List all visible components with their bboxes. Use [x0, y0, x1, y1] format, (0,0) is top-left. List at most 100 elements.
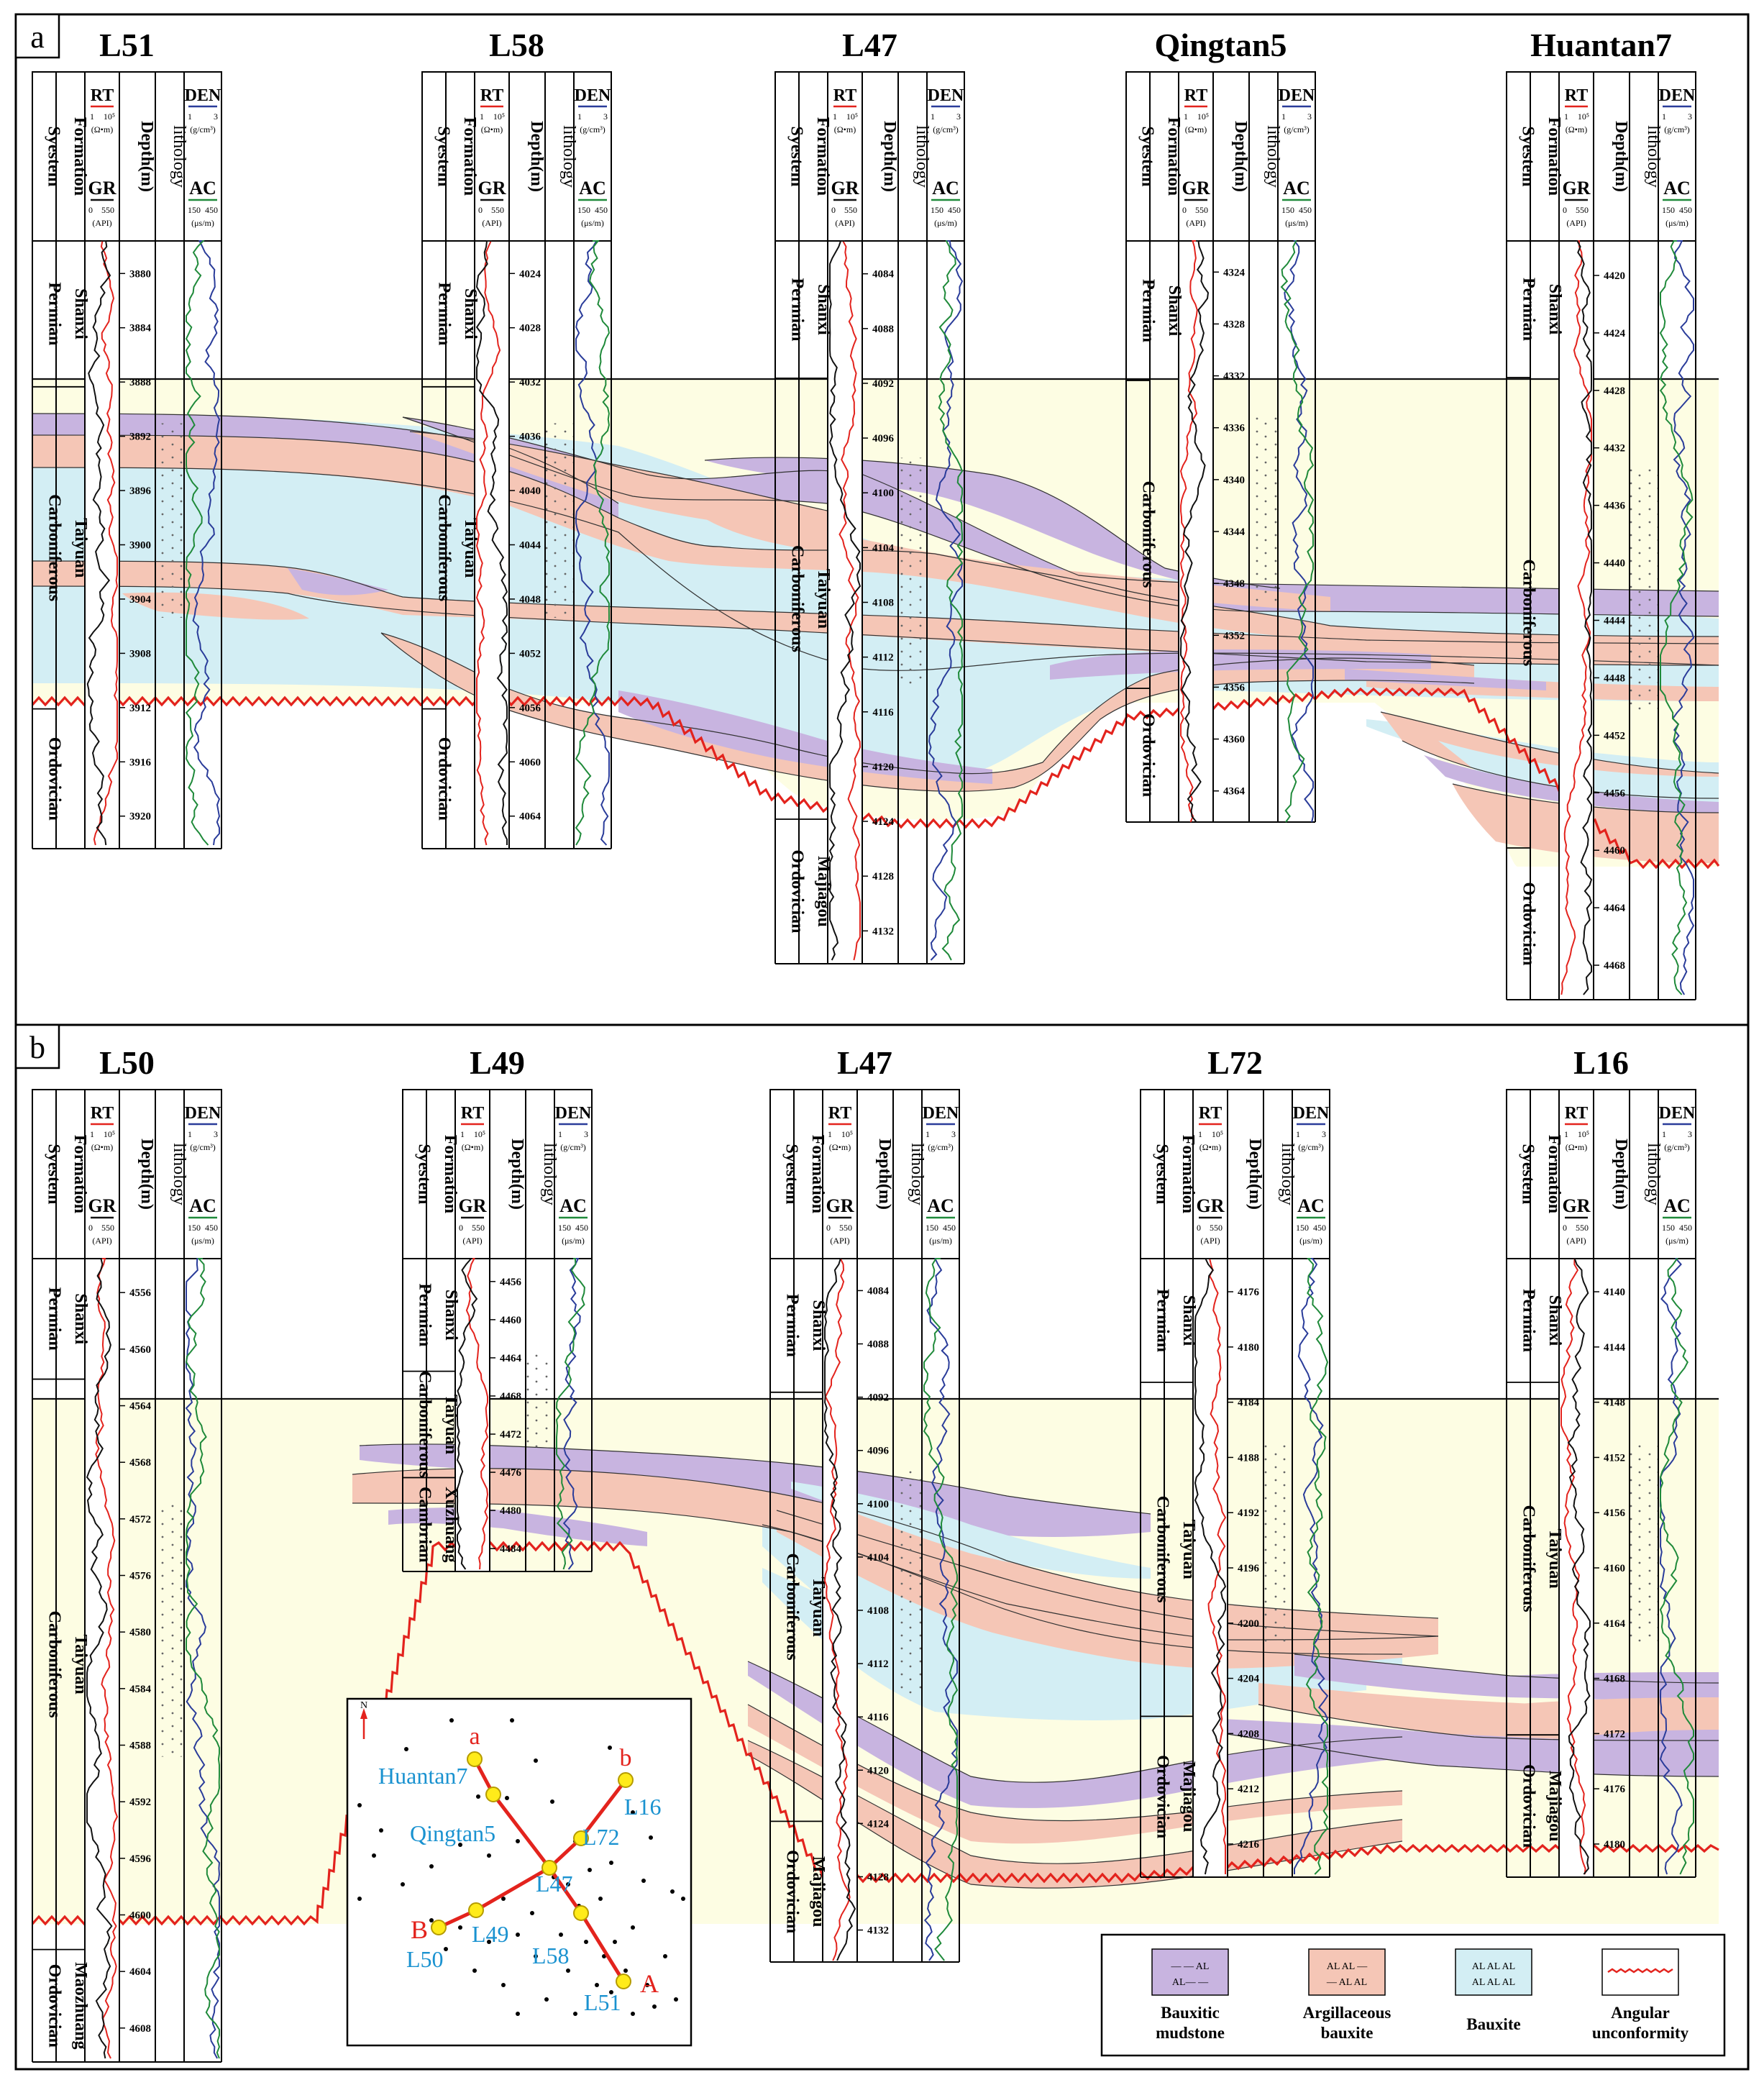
rt-unit: (Ω•m): [1185, 124, 1207, 134]
ac-min: 150: [188, 1223, 201, 1233]
depth-label: 4088: [872, 324, 894, 335]
header-ac: AC: [1663, 178, 1691, 199]
well-name: Qingtan5: [1154, 27, 1287, 63]
header-ac: AC: [1283, 178, 1310, 199]
gr-max: 550: [844, 205, 857, 215]
depth-label: 4572: [129, 1514, 151, 1525]
gr-unit: (API): [1186, 218, 1205, 228]
legend-label: bauxite: [1321, 2024, 1374, 2042]
depth-label: 4344: [1223, 526, 1246, 538]
header-lithology: lithology: [908, 1143, 926, 1205]
legend-label: Bauxite: [1466, 2015, 1520, 2033]
depth-label: 4568: [129, 1457, 151, 1469]
formation-label: Majiagou: [1179, 1761, 1198, 1833]
system-label: Ordovician: [1153, 1755, 1172, 1838]
rt-unit: (Ω•m): [834, 124, 856, 134]
header-gr: GR: [831, 178, 859, 199]
header-gr: GR: [478, 178, 506, 199]
depth-label: 4144: [1604, 1342, 1626, 1354]
header-den: DEN: [555, 1104, 592, 1123]
depth-label: 4092: [867, 1392, 889, 1404]
system-label: Permian: [45, 1287, 64, 1351]
header-gr: GR: [459, 1195, 487, 1216]
panel-a-label-box: [14, 13, 60, 59]
gr-unit: (API): [835, 218, 854, 228]
gr-unit: (API): [1566, 218, 1586, 228]
den-curve: [1659, 1258, 1683, 1875]
depth-label: 4460: [1604, 845, 1625, 857]
depth-label: 4124: [872, 816, 895, 828]
depth-label: 4160: [1604, 1563, 1625, 1574]
den-max: 3: [214, 1129, 218, 1139]
gr-min: 0: [1197, 1223, 1201, 1233]
rt-unit: (Ω•m): [829, 1142, 851, 1152]
system-label: Carboniferous: [1153, 1496, 1172, 1603]
header-system: Syestem: [415, 1144, 434, 1205]
depth-label: 4116: [872, 707, 894, 718]
depth-label: 4352: [1223, 630, 1245, 642]
depth-label: 3916: [129, 757, 152, 768]
gr-max: 550: [1576, 1223, 1589, 1233]
rt-curve: [95, 1258, 119, 2059]
depth-label: 4176: [1604, 1784, 1626, 1795]
legend: — — AL AL— — Bauxitic mudstone AL AL — —…: [1100, 1933, 1726, 2057]
ac-unit: (μs/m): [562, 1236, 585, 1246]
depth-label: 4204: [1238, 1674, 1260, 1685]
depth-label: 4460: [500, 1315, 521, 1326]
rt-min: 1: [90, 111, 94, 122]
gr-unit: (API): [462, 1236, 482, 1246]
depth-label: 4116: [867, 1712, 889, 1723]
depth-label: 4056: [519, 703, 541, 714]
rt-curve: [838, 240, 862, 961]
system-label: Carboniferous: [1139, 481, 1158, 588]
gr-curve: [823, 1258, 856, 1961]
header-rt: RT: [91, 1104, 114, 1123]
gr-max: 550: [1576, 205, 1589, 215]
depth-label: 4424: [1604, 328, 1626, 339]
den-unit: (g/cm³): [1284, 124, 1310, 134]
ac-max: 450: [595, 205, 608, 215]
depth-label: 4604: [129, 1966, 152, 1978]
legend-label: Bauxitic: [1161, 2004, 1220, 2022]
header-system: Syestem: [1519, 1144, 1537, 1205]
gr-unit: (API): [1200, 1236, 1220, 1246]
well-name: L72: [1207, 1044, 1263, 1081]
den-max: 3: [214, 111, 218, 122]
depth-label: 4452: [1604, 730, 1625, 742]
rt-max: 10⁵: [104, 111, 115, 122]
depth-label: 4120: [872, 762, 894, 773]
gr-max: 550: [472, 1223, 485, 1233]
depth-label: 4348: [1223, 578, 1245, 590]
rt-min: 1: [1184, 111, 1188, 122]
header-depth: Depth(m): [1612, 1139, 1630, 1210]
ac-curve: [185, 240, 209, 846]
header-system: Syestem: [1138, 127, 1157, 187]
rt-curve: [823, 1258, 851, 1961]
gr-min: 0: [826, 1223, 831, 1233]
den-max: 3: [1322, 1129, 1326, 1139]
system-label: Cambrian: [416, 1487, 434, 1562]
ac-max: 450: [205, 205, 218, 215]
legend-item-bauxitic-mudstone: — — AL AL— — Bauxitic mudstone: [1151, 1948, 1229, 2042]
ac-unit: (μs/m): [1665, 1236, 1688, 1246]
well-name: L47: [842, 27, 897, 63]
header-lithology: lithology: [540, 1143, 559, 1205]
rt-unit: (Ω•m): [1566, 124, 1587, 134]
depth-label: 3888: [129, 377, 151, 388]
gr-max: 550: [101, 205, 114, 215]
depth-label: 4112: [872, 652, 893, 664]
ac-min: 150: [1662, 205, 1675, 215]
ac-min: 150: [558, 1223, 571, 1233]
well-name: L47: [837, 1044, 892, 1081]
depth-label: 4468: [500, 1391, 521, 1402]
unconformity-b: [31, 1541, 1719, 1926]
well-name: L58: [489, 27, 544, 63]
depth-label: 4608: [129, 2023, 151, 2035]
rt-min: 1: [1198, 1129, 1202, 1139]
rt-max: 10⁵: [841, 1129, 853, 1139]
header-lithology: lithology: [559, 125, 578, 188]
header-ac: AC: [1297, 1195, 1325, 1216]
